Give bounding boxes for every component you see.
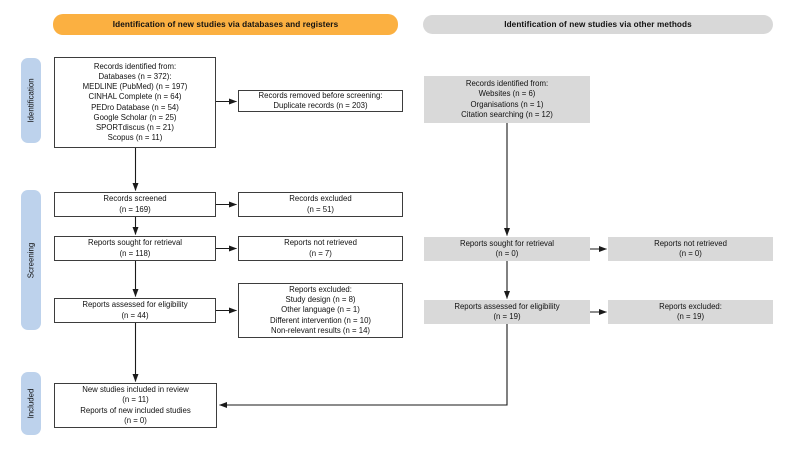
box-reports-sought-retrieval: Reports sought for retrieval (n = 118) <box>54 236 216 261</box>
stage-label-included: Included <box>21 372 41 435</box>
box-reports-not-retrieved: Reports not retrieved (n = 7) <box>238 236 403 261</box>
box-new-studies-included: New studies included in review (n = 11) … <box>54 383 217 428</box>
banner-databases-registers: Identification of new studies via databa… <box>53 14 398 35</box>
box-reports-excluded-other: Reports excluded: (n = 19) <box>608 300 773 324</box>
box-reports-not-retrieved-other: Reports not retrieved (n = 0) <box>608 237 773 261</box>
box-records-screened: Records screened (n = 169) <box>54 192 216 217</box>
box-reports-excluded-reasons: Reports excluded: Study design (n = 8) O… <box>238 283 403 338</box>
box-reports-assessed-eligibility-other: Reports assessed for eligibility (n = 19… <box>424 300 590 324</box>
box-records-identified-databases: Records identified from: Databases (n = … <box>54 57 216 148</box>
stage-label-screening: Screening <box>21 190 41 330</box>
stage-label-text: Included <box>26 388 36 419</box>
stage-label-text: Screening <box>26 242 36 278</box>
box-reports-sought-retrieval-other: Reports sought for retrieval (n = 0) <box>424 237 590 261</box>
box-records-removed-before-screening: Records removed before screening: Duplic… <box>238 90 403 112</box>
box-records-identified-other: Records identified from: Websites (n = 6… <box>424 76 590 123</box>
stage-label-identification: Identification <box>21 58 41 143</box>
banner-other-methods: Identification of new studies via other … <box>423 15 773 34</box>
stage-label-text: Identification <box>26 78 36 123</box>
box-reports-assessed-eligibility: Reports assessed for eligibility (n = 44… <box>54 298 216 323</box>
box-records-excluded: Records excluded (n = 51) <box>238 192 403 217</box>
